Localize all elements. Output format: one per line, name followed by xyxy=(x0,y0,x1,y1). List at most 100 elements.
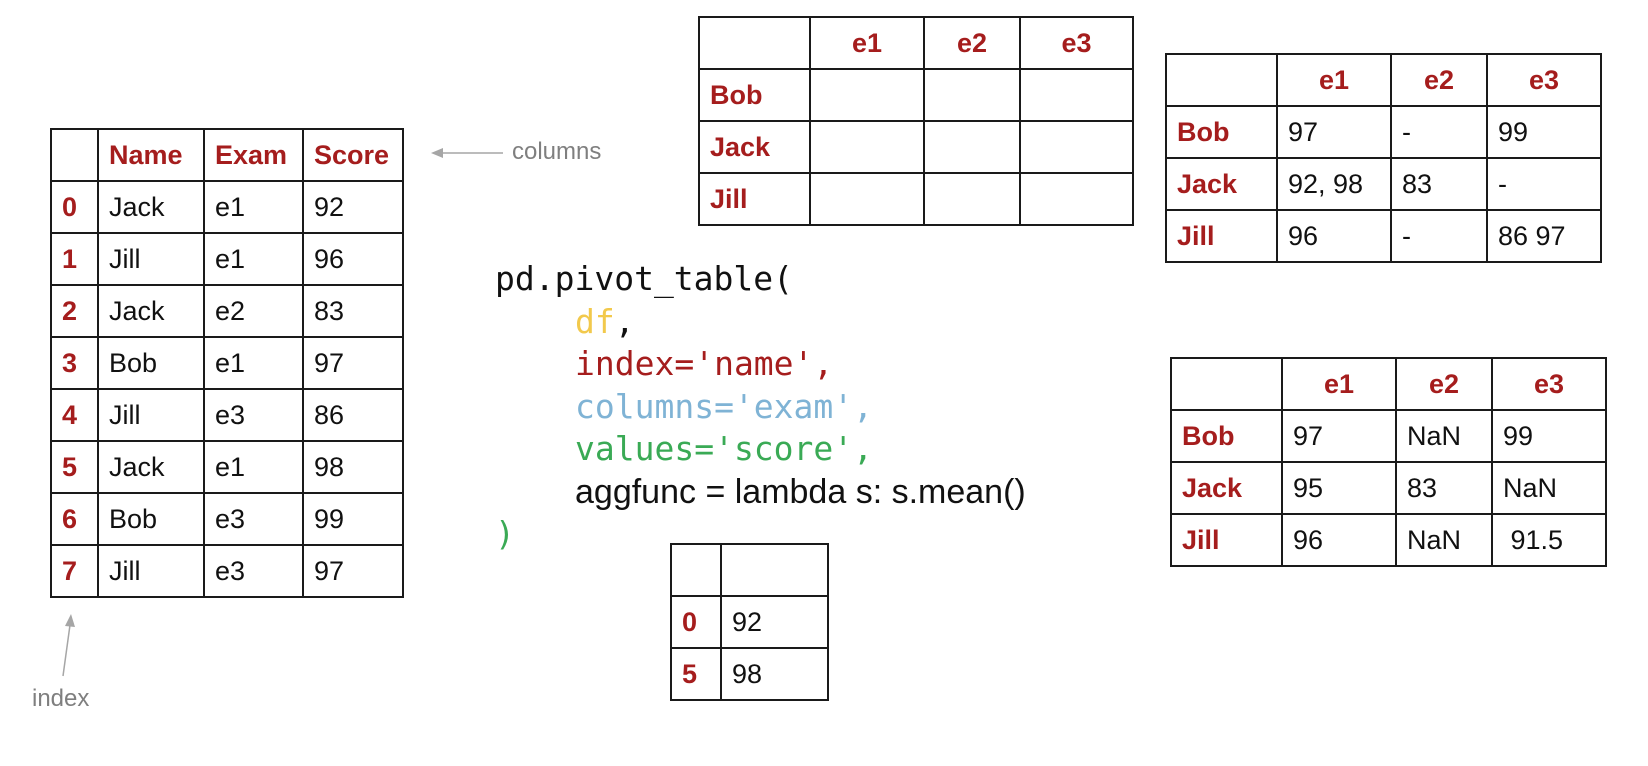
row-index: 0 xyxy=(670,595,722,649)
table-cell: Jack xyxy=(97,440,205,494)
table-cell: e3 xyxy=(203,544,304,598)
table-row: 4 Jill e3 86 xyxy=(50,388,404,442)
table-row: 2 Jack e2 83 xyxy=(50,284,404,338)
code-line-close: ) xyxy=(495,513,1026,556)
table-row: Jill 96 - 86 97 xyxy=(1165,209,1602,263)
column-header: e2 xyxy=(1390,53,1488,107)
table-cell: - xyxy=(1390,209,1488,263)
table-cell: - xyxy=(1390,105,1488,159)
table-cell: 83 xyxy=(1390,157,1488,211)
table-row: Bob xyxy=(698,68,1134,122)
table-cell: 86 xyxy=(302,388,404,442)
index-annotation: index xyxy=(32,685,90,712)
table-cell xyxy=(809,68,925,122)
table-cell: Jill xyxy=(97,232,205,286)
table-cell xyxy=(1019,68,1134,122)
table-header-row: Name Exam Score xyxy=(50,128,404,182)
table-row: 5 Jack e1 98 xyxy=(50,440,404,494)
row-index: 2 xyxy=(50,284,99,338)
table-cell: 96 xyxy=(1276,209,1392,263)
table-cell: 96 xyxy=(1281,513,1397,567)
table-cell: - xyxy=(1486,157,1602,211)
table-cell: 97 xyxy=(1281,409,1397,463)
table-row: Jack 92, 98 83 - xyxy=(1165,157,1602,211)
table-cell: 83 xyxy=(302,284,404,338)
table-cell: 92 xyxy=(720,595,829,649)
pivot-table-code: pd.pivot_table( df, index='name', column… xyxy=(495,258,1026,556)
code-df-comma: , xyxy=(614,301,635,341)
table-header-row: e1 e2 e3 xyxy=(1165,53,1602,107)
table-cell: 99 xyxy=(1491,409,1607,463)
column-header: e1 xyxy=(1276,53,1392,107)
index-arrow-icon xyxy=(62,614,75,677)
table-row: 1 Jill e1 96 xyxy=(50,232,404,286)
corner-cell xyxy=(1165,53,1278,107)
table-cell: 97 xyxy=(1276,105,1392,159)
column-header: e2 xyxy=(1395,357,1493,411)
row-index: Bob xyxy=(1165,105,1278,159)
table-cell: 92, 98 xyxy=(1276,157,1392,211)
table-header-row: e1 e2 e3 xyxy=(698,16,1134,70)
code-df-arg: df xyxy=(575,301,615,341)
table-cell: Jill xyxy=(97,544,205,598)
code-line-index: index='name', xyxy=(495,343,1026,386)
column-header: Exam xyxy=(203,128,304,182)
table-cell: 97 xyxy=(302,544,404,598)
table-cell: e3 xyxy=(203,492,304,546)
table-cell: Bob xyxy=(97,492,205,546)
table-cell: 99 xyxy=(1486,105,1602,159)
row-index: 6 xyxy=(50,492,99,546)
table-cell: 92 xyxy=(302,180,404,234)
table-cell: Jack xyxy=(97,180,205,234)
table-cell: e2 xyxy=(203,284,304,338)
table-cell: 99 xyxy=(302,492,404,546)
row-index: Jill xyxy=(1165,209,1278,263)
row-index: Jack xyxy=(1170,461,1283,515)
table-row: 5 98 xyxy=(670,647,829,701)
column-header: e3 xyxy=(1486,53,1602,107)
column-header: e1 xyxy=(809,16,925,70)
column-header xyxy=(720,543,829,597)
table-cell: 83 xyxy=(1395,461,1493,515)
table-row: 0 92 xyxy=(670,595,829,649)
table-cell: 91.5 xyxy=(1491,513,1607,567)
table-cell: NaN xyxy=(1395,513,1493,567)
row-index: 7 xyxy=(50,544,99,598)
table-cell: Bob xyxy=(97,336,205,390)
empty-pivot-table: e1 e2 e3 Bob Jack Jill xyxy=(698,16,1134,226)
corner-cell xyxy=(698,16,811,70)
row-index: 4 xyxy=(50,388,99,442)
grouped-values-pivot-table: e1 e2 e3 Bob 97 - 99 Jack 92, 98 83 - Ji… xyxy=(1165,53,1602,263)
corner-cell xyxy=(670,543,722,597)
code-index-arg: index='name', xyxy=(575,344,834,383)
table-row: 6 Bob e3 99 xyxy=(50,492,404,546)
table-cell: e1 xyxy=(203,336,304,390)
column-header: e3 xyxy=(1019,16,1134,70)
table-cell: 98 xyxy=(720,647,829,701)
table-row: Jack 95 83 NaN xyxy=(1170,461,1607,515)
row-index: Jill xyxy=(1170,513,1283,567)
table-cell: 95 xyxy=(1281,461,1397,515)
table-row: 0 Jack e1 92 xyxy=(50,180,404,234)
code-line-df: df, xyxy=(495,301,1026,344)
table-cell: Jill xyxy=(97,388,205,442)
table-cell xyxy=(923,172,1021,226)
table-row: Bob 97 NaN 99 xyxy=(1170,409,1607,463)
source-dataframe-table: Name Exam Score 0 Jack e1 92 1 Jill e1 9… xyxy=(50,128,404,598)
code-columns-arg: columns='exam', xyxy=(575,386,874,426)
table-cell: NaN xyxy=(1395,409,1493,463)
table-row: Jill xyxy=(698,172,1134,226)
group-series-table: 0 92 5 98 xyxy=(670,543,829,701)
row-index: 0 xyxy=(50,180,99,234)
row-index: 5 xyxy=(50,440,99,494)
row-index: 5 xyxy=(670,647,722,701)
table-cell: e1 xyxy=(203,232,304,286)
table-row: 7 Jill e3 97 xyxy=(50,544,404,598)
corner-cell xyxy=(1170,357,1283,411)
row-index: Jack xyxy=(1165,157,1278,211)
table-cell xyxy=(923,68,1021,122)
table-row: Jack xyxy=(698,120,1134,174)
table-cell: 96 xyxy=(302,232,404,286)
table-cell xyxy=(1019,120,1134,174)
